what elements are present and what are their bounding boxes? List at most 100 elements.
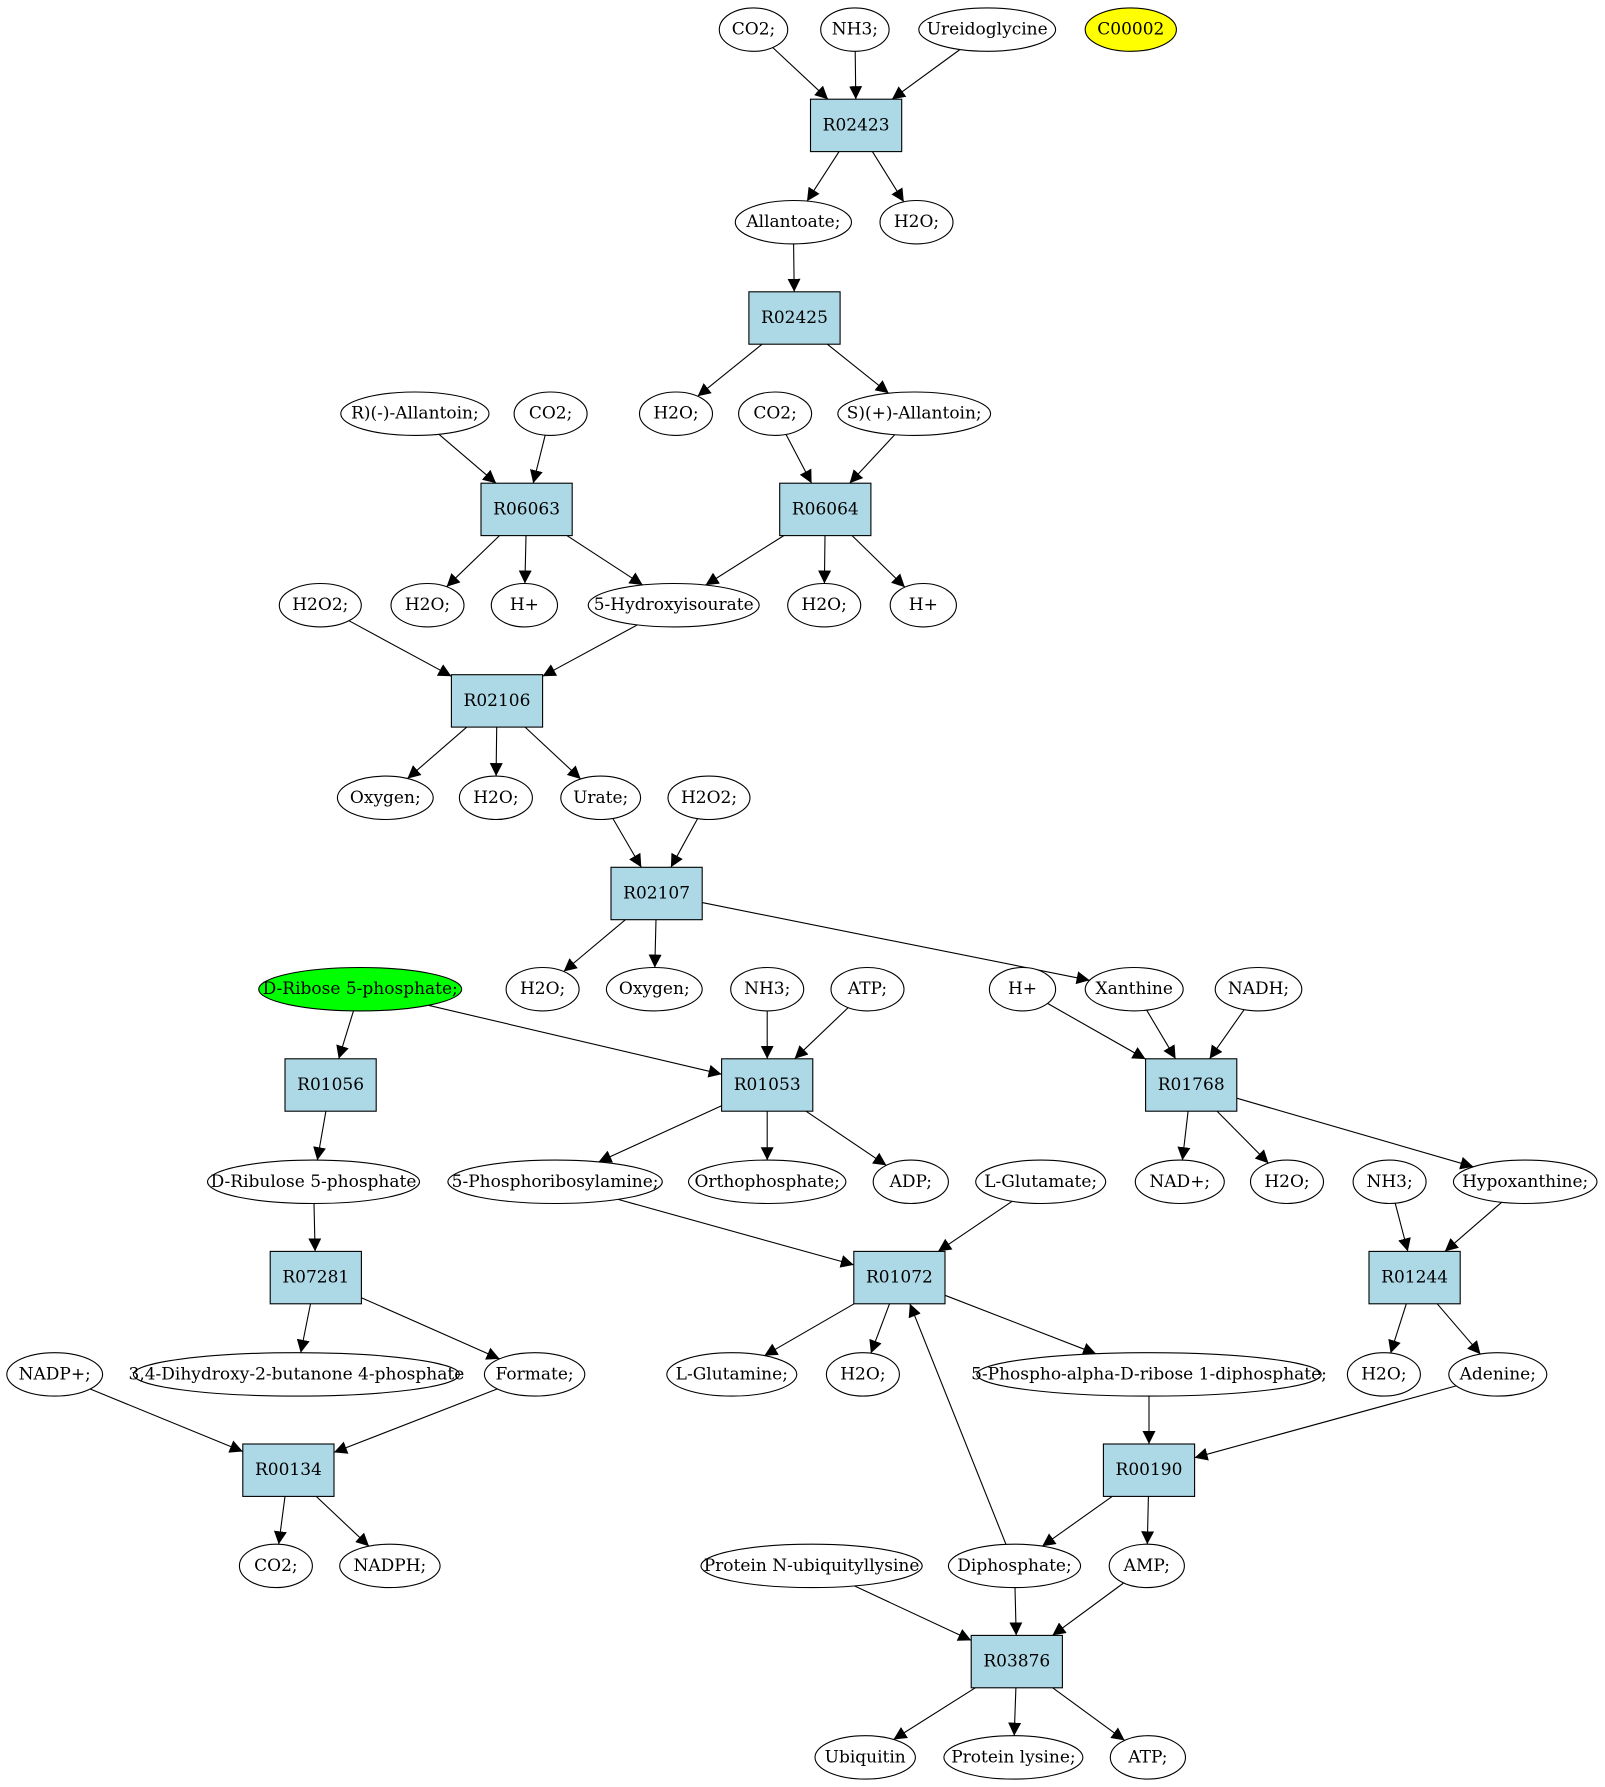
compound-node[interactable]: D-Ribose 5-phosphate; bbox=[258, 966, 463, 1012]
compound-ellipse bbox=[814, 1735, 916, 1780]
compound-label: NADPH; bbox=[354, 1556, 427, 1576]
compound-label: H2O; bbox=[473, 788, 518, 808]
compound-node[interactable]: 3,4-Dihydroxy-2-butanone 4-phosphate bbox=[129, 1352, 465, 1397]
reaction-node[interactable]: R07281 bbox=[269, 1250, 362, 1305]
compound-node[interactable]: ADP; bbox=[872, 1159, 949, 1205]
compound-node[interactable]: Oxygen; bbox=[336, 775, 434, 821]
compound-node[interactable]: Urate; bbox=[560, 775, 642, 821]
compound-node[interactable]: ATP; bbox=[830, 966, 905, 1012]
compound-node[interactable]: CO2; bbox=[738, 391, 813, 436]
reaction-node[interactable]: R02106 bbox=[450, 674, 544, 728]
compound-node[interactable]: 5-Phosphoribosylamine; bbox=[447, 1159, 663, 1205]
compound-node[interactable]: Diphosphate; bbox=[947, 1543, 1082, 1589]
reaction-node[interactable]: R01056 bbox=[284, 1058, 377, 1112]
reaction-node[interactable]: R03876 bbox=[970, 1634, 1063, 1689]
edge-r01072-to-c_lglutamine bbox=[764, 1303, 855, 1357]
reaction-node[interactable]: R02425 bbox=[748, 291, 841, 345]
compound-node[interactable]: NADPH; bbox=[339, 1543, 441, 1589]
edge-r00190-to-c_diphosphate bbox=[1041, 1495, 1113, 1547]
compound-node[interactable]: NADH; bbox=[1214, 966, 1303, 1012]
compound-node[interactable]: Adenine; bbox=[1448, 1352, 1548, 1397]
reaction-node[interactable]: R02107 bbox=[610, 866, 703, 921]
compound-ellipse bbox=[976, 1352, 1322, 1397]
compound-label: H2O; bbox=[802, 595, 847, 615]
edge-r02425-to-c_s_allantoin bbox=[826, 343, 890, 394]
reaction-box bbox=[1102, 1443, 1196, 1497]
reaction-node[interactable]: R01053 bbox=[721, 1058, 814, 1112]
compound-node[interactable]: H2O; bbox=[787, 582, 862, 628]
compound-node[interactable]: 5-Phospho-alpha-D-ribose 1-diphosphate; bbox=[971, 1352, 1327, 1397]
reaction-node[interactable]: R01768 bbox=[1145, 1058, 1238, 1112]
compound-node[interactable]: H2O; bbox=[1346, 1352, 1421, 1397]
compound-ellipse bbox=[918, 7, 1057, 52]
compound-node[interactable]: R)(-)-Allantoin; bbox=[340, 391, 490, 436]
compound-node[interactable]: ATP; bbox=[1109, 1735, 1187, 1780]
compound-ellipse bbox=[336, 775, 434, 821]
compound-node[interactable]: Xanthine bbox=[1084, 966, 1184, 1012]
reaction-label: R06064 bbox=[792, 499, 859, 519]
compound-ellipse bbox=[278, 582, 362, 628]
compound-node[interactable]: H2O; bbox=[505, 966, 580, 1012]
compound-label: AMP; bbox=[1123, 1556, 1170, 1576]
compound-node[interactable]: D-Ribulose 5-phosphate bbox=[206, 1159, 421, 1205]
edge-r01072-to-c_h2o_h bbox=[869, 1303, 891, 1354]
compound-node[interactable]: S)(+)-Allantoin; bbox=[837, 391, 992, 436]
compound-node[interactable]: H2O; bbox=[825, 1352, 900, 1397]
reaction-node[interactable]: R01072 bbox=[853, 1250, 946, 1305]
compound-node[interactable]: H+ bbox=[889, 582, 957, 628]
compound-node[interactable]: H+ bbox=[988, 966, 1057, 1012]
reaction-box bbox=[284, 1058, 377, 1112]
compound-node[interactable]: Orthophosphate; bbox=[687, 1159, 847, 1205]
reaction-node[interactable]: R00190 bbox=[1102, 1443, 1196, 1497]
reaction-node[interactable]: R06063 bbox=[480, 482, 573, 537]
compound-node[interactable]: Ubiquitin bbox=[814, 1735, 916, 1780]
reaction-node[interactable]: R02423 bbox=[809, 98, 903, 153]
compound-node[interactable]: H2O; bbox=[390, 582, 465, 628]
compound-ellipse bbox=[975, 1159, 1107, 1205]
compound-node[interactable]: Ureidoglycine bbox=[918, 7, 1057, 52]
compound-node[interactable]: Hypoxanthine; bbox=[1452, 1159, 1598, 1205]
compound-node[interactable]: NH3; bbox=[1352, 1159, 1427, 1205]
edge-r02106-to-c_h2o_e bbox=[489, 727, 503, 777]
compound-label: Xanthine bbox=[1095, 979, 1172, 999]
compound-node[interactable]: NADP+; bbox=[6, 1352, 104, 1397]
reaction-box bbox=[1145, 1058, 1238, 1112]
reaction-node[interactable]: R00134 bbox=[242, 1443, 335, 1497]
edge-r01053-to-c_phosphoribosylamine bbox=[598, 1105, 722, 1163]
compound-node[interactable]: C00002 bbox=[1084, 7, 1177, 52]
compound-label: 5-Phosphoribosylamine; bbox=[452, 1172, 659, 1192]
compound-node[interactable]: H2O; bbox=[1249, 1159, 1325, 1205]
edge-r01768-to-c_hypoxanthine bbox=[1236, 1097, 1474, 1170]
compound-label: H2O; bbox=[1264, 1172, 1309, 1192]
edge-c_urate-to-r02107 bbox=[612, 818, 642, 868]
compound-node[interactable]: H2O; bbox=[879, 199, 954, 245]
compound-ellipse bbox=[339, 1543, 441, 1589]
compound-node[interactable]: H2O; bbox=[638, 391, 714, 436]
edge-r01056-to-c_ribulose5p bbox=[313, 1111, 327, 1161]
compound-node[interactable]: NH3; bbox=[820, 7, 890, 52]
reaction-node[interactable]: R01244 bbox=[1368, 1250, 1461, 1305]
compound-node[interactable]: H+ bbox=[490, 582, 559, 628]
compound-node[interactable]: AMP; bbox=[1108, 1543, 1185, 1589]
edge-r06063-to-c_h2o_c bbox=[446, 535, 500, 588]
compound-node[interactable]: NAD+; bbox=[1134, 1159, 1225, 1205]
compound-node[interactable]: CO2; bbox=[718, 7, 789, 52]
compound-node[interactable]: L-Glutamate; bbox=[975, 1159, 1107, 1205]
compound-node[interactable]: H2O2; bbox=[667, 775, 751, 821]
compound-node[interactable]: Protein lysine; bbox=[943, 1735, 1084, 1780]
compound-ellipse bbox=[1084, 7, 1177, 52]
compound-node[interactable]: NH3; bbox=[730, 966, 805, 1012]
compound-node[interactable]: CO2; bbox=[238, 1543, 313, 1589]
compound-node[interactable]: L-Glutamine; bbox=[666, 1352, 798, 1397]
compound-node[interactable]: H2O2; bbox=[278, 582, 362, 628]
compound-node[interactable]: Oxygen; bbox=[605, 966, 703, 1012]
reaction-node[interactable]: R06064 bbox=[779, 482, 872, 537]
compound-node[interactable]: Allantoate; bbox=[734, 199, 853, 245]
reaction-label: R02425 bbox=[761, 308, 828, 328]
compound-ellipse bbox=[132, 1352, 460, 1397]
compound-node[interactable]: Protein N-ubiquityllysine bbox=[700, 1543, 923, 1589]
compound-node[interactable]: Formate; bbox=[483, 1352, 586, 1397]
compound-node[interactable]: 5-Hydroxyisourate bbox=[587, 582, 760, 628]
compound-node[interactable]: CO2; bbox=[513, 391, 588, 436]
compound-node[interactable]: H2O; bbox=[458, 775, 533, 821]
